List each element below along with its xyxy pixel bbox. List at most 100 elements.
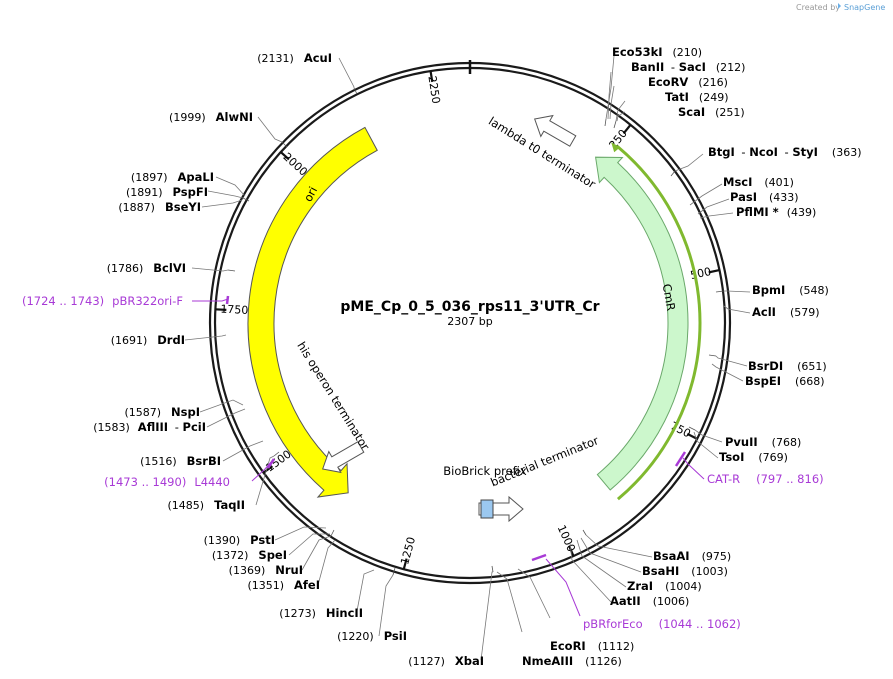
enzyme-name: SacI xyxy=(679,60,706,74)
enzyme-label: EcoRI (1112) xyxy=(550,639,634,653)
enzyme-label: PflMI *(439) xyxy=(736,205,816,219)
primer-range: (1473 .. 1490) xyxy=(104,475,186,489)
tick-mark xyxy=(402,558,408,570)
enzyme-position: (1691) xyxy=(111,334,148,347)
tick-label: 1000 xyxy=(555,523,578,554)
feature-lambda-t0-terminator[interactable] xyxy=(529,109,579,152)
tick-mark xyxy=(686,432,698,440)
feature-his-operon-terminator[interactable] xyxy=(317,437,367,480)
enzyme-name: BpmI xyxy=(752,283,785,297)
enzyme-position: (1112) xyxy=(598,640,635,653)
credit-brand: SnapGene xyxy=(844,3,885,12)
enzyme-position: (1004) xyxy=(665,580,702,593)
feature-biobrick-prefix[interactable] xyxy=(480,499,494,519)
enzyme-name: AclI xyxy=(752,305,776,319)
enzyme-label: (1691) DrdI xyxy=(111,333,185,347)
enzyme-label: (1372)SpeI xyxy=(212,548,287,562)
enzyme-name: AcuI xyxy=(304,51,332,65)
enzyme-label: (1897) ApaLI xyxy=(131,170,214,184)
tick-mark xyxy=(708,269,720,274)
tick-label: 1750 xyxy=(220,303,249,317)
tick-mark xyxy=(215,308,227,311)
enzyme-name: ApaLI xyxy=(178,170,215,184)
enzyme-label: Eco53kI(210) xyxy=(612,45,702,59)
enzyme-label: BanII - SacI(212) xyxy=(631,60,745,74)
feature-ori[interactable] xyxy=(247,126,378,498)
primer-range: (1724 .. 1743) xyxy=(22,294,104,308)
enzyme-label: (1583)AflIII - PciI xyxy=(93,420,206,434)
enzyme-position: (1126) xyxy=(585,655,622,668)
enzyme-name: BspEI xyxy=(745,374,781,388)
enzyme-name: NspI xyxy=(171,405,200,419)
enzyme-name: BsrDI xyxy=(748,359,783,373)
enzyme-position: (1273) xyxy=(279,607,316,620)
tick-label: 750 xyxy=(668,419,693,440)
enzyme-label: TsoI(769) xyxy=(719,450,788,464)
enzyme-label: BtgI - NcoI - StyI(363) xyxy=(708,145,862,159)
enzyme-name: NcoI xyxy=(749,145,778,159)
enzyme-name: TaqII xyxy=(214,498,245,512)
enzyme-label: (1516)BsrBI xyxy=(140,454,221,468)
enzyme-name: AlwNI xyxy=(216,110,253,124)
enzyme-position: (768) xyxy=(772,436,802,449)
primer-name: pBRforEco xyxy=(583,617,643,631)
enzyme-position: (433) xyxy=(769,191,799,204)
enzyme-label: (1887) BseYI xyxy=(118,200,201,214)
enzyme-position: (668) xyxy=(795,375,825,388)
snapgene-logo-icon xyxy=(838,3,841,9)
enzyme-position: (1485) xyxy=(168,499,205,512)
enzyme-label: AclI (579) xyxy=(752,305,820,319)
cmr-orf-arrowhead xyxy=(611,142,621,153)
enzyme-label: BpmI (548) xyxy=(752,283,829,297)
enzyme-name: BsrBI xyxy=(187,454,221,468)
enzyme-name: DrdI xyxy=(157,333,185,347)
enzyme-label: (1369)NruI xyxy=(229,563,303,577)
feature-label-biobrick-prefix: BioBrick prefix xyxy=(443,464,527,478)
enzyme-name: NruI xyxy=(275,563,303,577)
primer-name: L4440 xyxy=(194,475,230,489)
enzyme-name: TsoI xyxy=(719,450,744,464)
primer-name: CAT-R xyxy=(707,472,740,486)
enzyme-position: (1897) xyxy=(131,171,168,184)
primer-name: pBR322ori-F xyxy=(112,294,183,308)
tick-label: 2250 xyxy=(425,75,442,105)
enzyme-position: (579) xyxy=(790,306,820,319)
enzyme-name: BsaAI xyxy=(653,549,690,563)
enzyme-name: XbaI xyxy=(455,654,484,668)
enzyme-name: PflMI * xyxy=(736,205,779,219)
enzyme-position: (1006) xyxy=(653,595,690,608)
enzyme-name: BtgI xyxy=(708,145,735,159)
tick-mark xyxy=(622,124,632,135)
enzyme-position: (1887) xyxy=(118,201,155,214)
primer-range: (797 .. 816) xyxy=(756,472,824,486)
tick-label: 1250 xyxy=(398,536,418,566)
enzyme-label: BsaAI (975) xyxy=(653,549,731,563)
enzyme-name: BanII xyxy=(631,60,664,74)
tick-mark xyxy=(280,151,290,161)
enzyme-position: (1583) xyxy=(93,421,130,434)
enzyme-name: BseYI xyxy=(165,200,201,214)
enzyme-position: (1786) xyxy=(107,262,144,275)
enzyme-position: (210) xyxy=(673,46,703,59)
enzyme-position: (975) xyxy=(702,550,732,563)
enzyme-name: HincII xyxy=(326,606,363,620)
enzyme-label: (1999)AlwNI xyxy=(169,110,253,124)
enzyme-labels-right: Eco53kI(210) BanII - SacI(212) EcoRV(216… xyxy=(522,45,862,668)
enzyme-position: (1003) xyxy=(691,565,728,578)
enzyme-name: SpeI xyxy=(258,548,287,562)
leader-lines xyxy=(184,55,751,661)
enzyme-position: (2131) xyxy=(257,52,294,65)
tick-mark xyxy=(262,465,274,474)
enzyme-name: EcoRV xyxy=(648,75,688,89)
enzyme-label: AatII(1006) xyxy=(610,594,689,608)
primer-cat-r xyxy=(674,451,687,467)
enzyme-name: ZraI xyxy=(627,579,653,593)
enzyme-name: EcoRI xyxy=(550,639,586,653)
enzyme-label: (1485) TaqII xyxy=(168,498,246,512)
enzyme-name: AflIII xyxy=(138,420,168,434)
primer-range: (1044 .. 1062) xyxy=(659,617,741,631)
enzyme-name: PspFI xyxy=(173,185,208,199)
feature-cmr[interactable] xyxy=(594,156,689,491)
enzyme-position: (548) xyxy=(799,284,829,297)
